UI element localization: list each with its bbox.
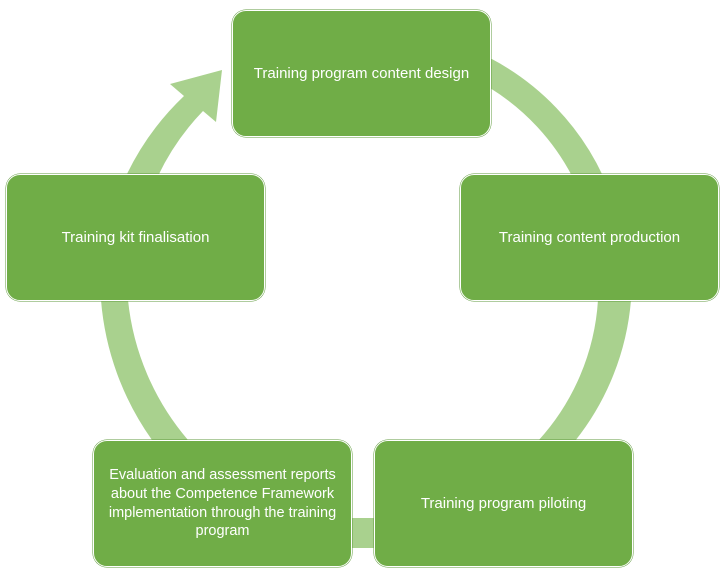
step-evaluation-and-assessment-reports: Evaluation and assessment reports about … bbox=[93, 440, 352, 567]
connector-content-design-to-production bbox=[490, 58, 603, 176]
connector-production-to-piloting bbox=[538, 300, 631, 441]
connector-evaluation-to-finalisation bbox=[101, 300, 188, 440]
connector-piloting-to-evaluation bbox=[351, 518, 375, 548]
step-label: Evaluation and assessment reports about … bbox=[108, 467, 337, 540]
step-label: Training program piloting bbox=[420, 494, 587, 512]
step-training-content-production: Training content production bbox=[460, 174, 719, 301]
step-label: Training content production bbox=[498, 228, 681, 246]
step-training-program-piloting: Training program piloting bbox=[374, 440, 633, 567]
step-training-program-content-design: Training program content design bbox=[232, 10, 491, 137]
connector-finalisation-to-content-design bbox=[126, 70, 222, 176]
step-training-kit-finalisation: Training kit finalisation bbox=[6, 174, 265, 301]
step-label: Training kit finalisation bbox=[61, 228, 210, 246]
step-label: Training program content design bbox=[253, 64, 470, 82]
